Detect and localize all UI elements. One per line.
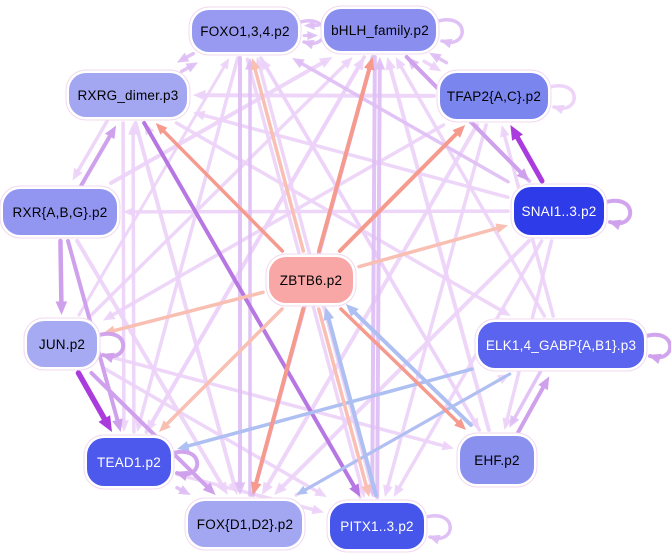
node-label: EHF.p2 [474,452,520,468]
node-bhlh[interactable]: bHLH_family.p2 [324,9,436,51]
node-label: PITX1..3.p2 [340,518,414,534]
node-label: JUN.p2 [38,336,86,352]
node-pitx[interactable]: PITX1..3.p2 [330,503,424,549]
node-label: bHLH_family.p2 [331,22,429,38]
node-fox[interactable]: FOX{D1,D2}.p2 [188,501,302,547]
node-snai[interactable]: SNAI1..3.p2 [514,187,604,235]
node-label: ELK1,4_GABP{A,B1}.p3 [485,337,637,353]
node-label: TEAD1.p2 [97,454,161,470]
node-rxr[interactable]: RXR{A,B,G}.p2 [3,189,117,235]
node-foxo[interactable]: FOXO1,3,4.p2 [192,10,298,52]
node-label: FOX{D1,D2}.p2 [196,516,294,532]
node-rxrg[interactable]: RXRG_dimer.p3 [69,73,187,117]
node-label: RXR{A,B,G}.p2 [12,204,108,220]
node-jun[interactable]: JUN.p2 [27,321,97,367]
node-tead[interactable]: TEAD1.p2 [87,438,171,486]
node-zbtb6[interactable]: ZBTB6.p2 [269,257,353,303]
node-label: ZBTB6.p2 [279,272,343,288]
node-label: TFAP2{A,C}.p2 [446,88,542,104]
node-label: FOXO1,3,4.p2 [200,23,290,39]
node-ehf[interactable]: EHF.p2 [460,436,534,484]
node-label: RXRG_dimer.p3 [77,87,179,103]
node-tfap2[interactable]: TFAP2{A,C}.p2 [440,73,548,119]
node-label: SNAI1..3.p2 [521,203,597,219]
node-elk[interactable]: ELK1,4_GABP{A,B1}.p3 [478,322,644,368]
